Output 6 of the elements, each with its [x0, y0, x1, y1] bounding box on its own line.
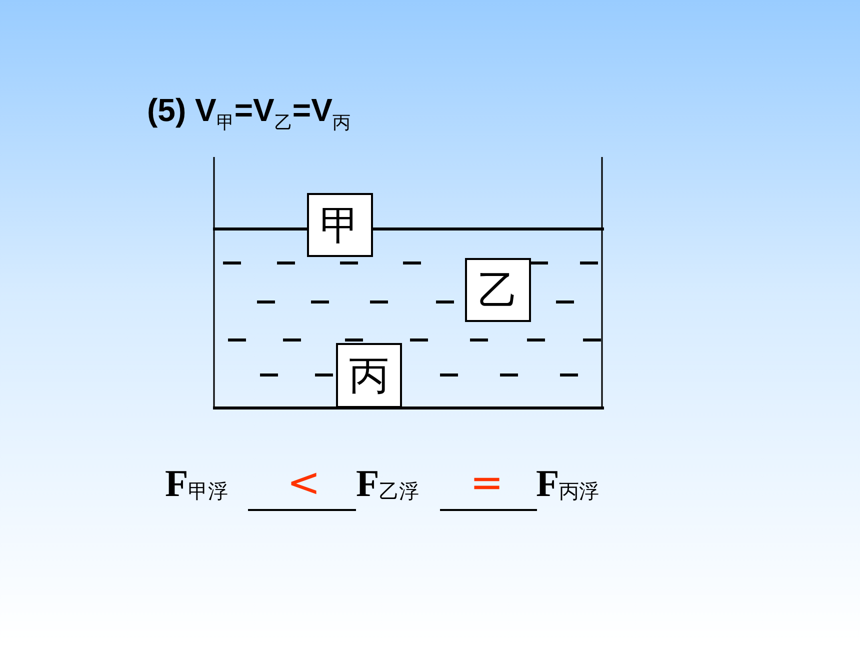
- object-box: 乙: [465, 258, 531, 322]
- object-box: 甲: [307, 193, 373, 257]
- answer-text: <: [287, 460, 321, 506]
- answer-text: =: [470, 460, 504, 506]
- object-box: 丙: [336, 343, 402, 408]
- title: (5) V$_{甲}$=V$_{乙}$=V$_{丙}$: [147, 92, 350, 134]
